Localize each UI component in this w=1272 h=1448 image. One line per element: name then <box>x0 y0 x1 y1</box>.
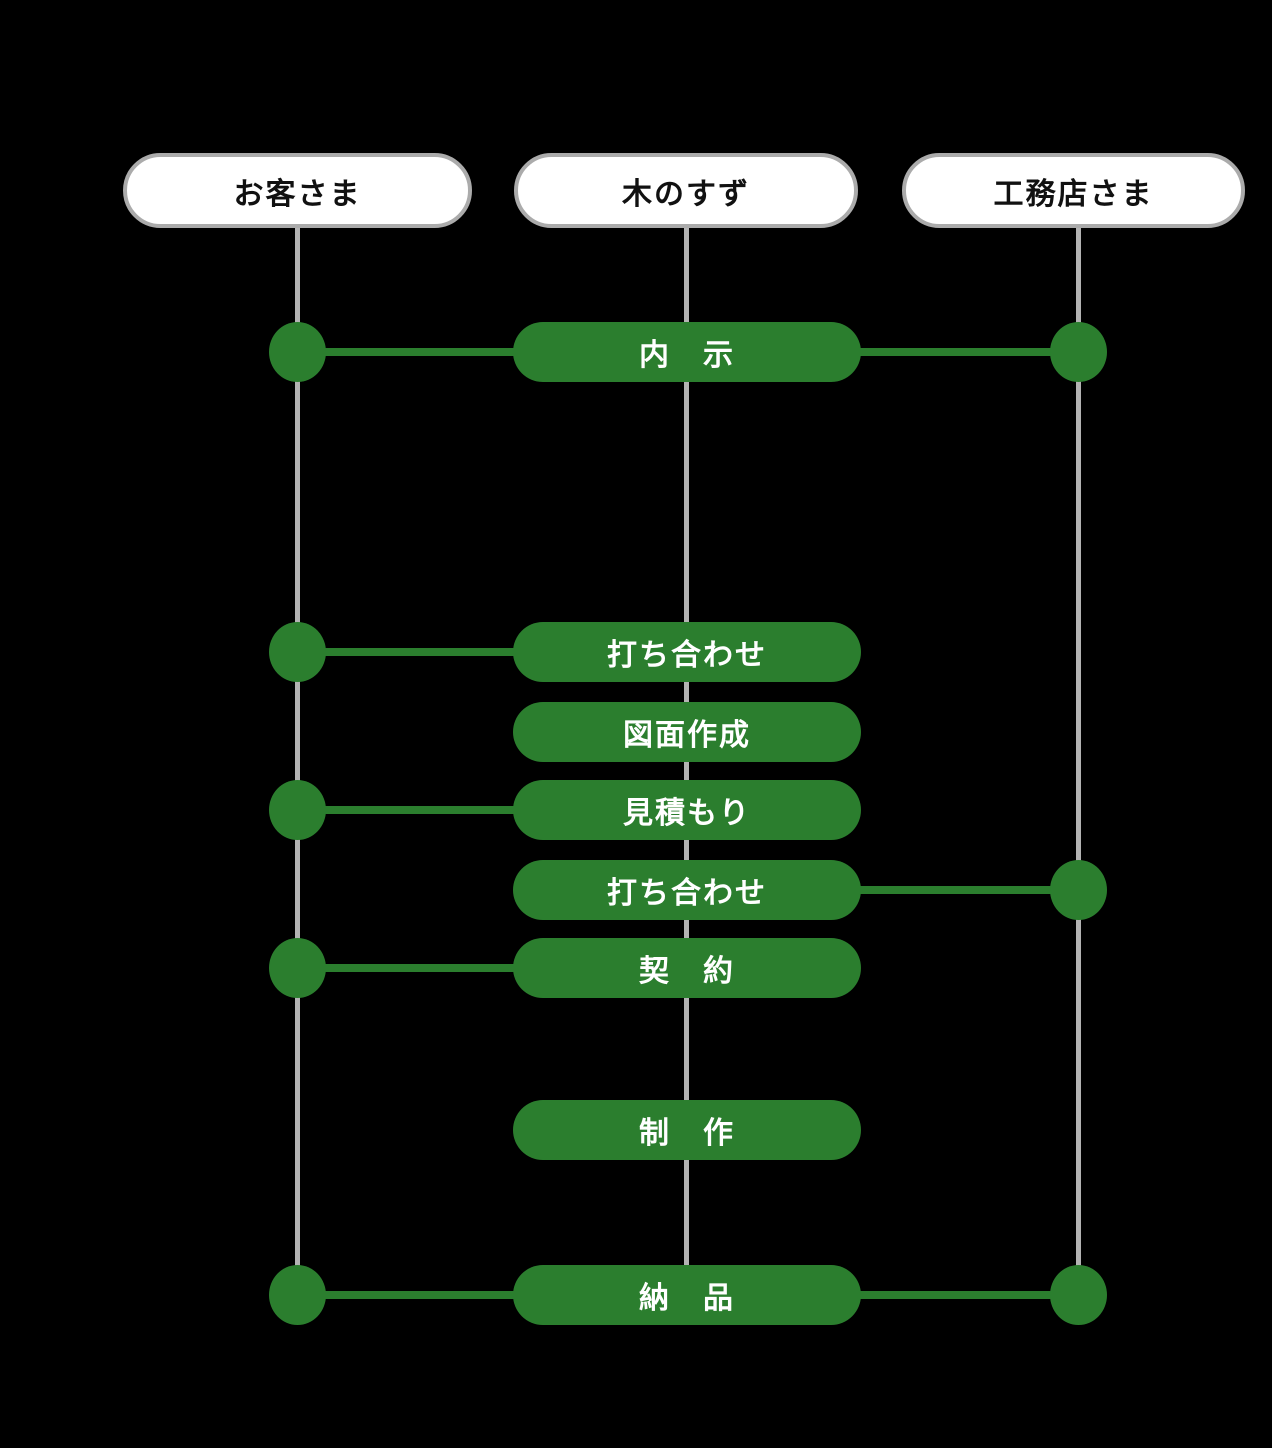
lane-header-koumuten: 工務店さま <box>902 153 1245 228</box>
lane-dot-right <box>1050 322 1107 382</box>
connector-left <box>297 964 521 972</box>
step-pill: 打ち合わせ <box>513 622 861 682</box>
step-pill: 内 示 <box>513 322 861 382</box>
lane-line-customer <box>295 228 300 1295</box>
step-label: 打ち合わせ <box>607 639 767 672</box>
lane-dot-left <box>269 938 326 998</box>
lane-line-koumuten <box>1076 228 1081 1295</box>
step-label: 納 品 <box>639 1282 735 1315</box>
lane-dot-left <box>269 780 326 840</box>
lane-header-label: 工務店さま <box>993 177 1154 211</box>
step-pill: 契 約 <box>513 938 861 998</box>
step-label: 制 作 <box>639 1117 735 1150</box>
connector-right <box>853 348 1079 356</box>
step-label: 図面作成 <box>623 719 751 752</box>
step-label: 見積もり <box>623 797 751 830</box>
lane-dot-left <box>269 622 326 682</box>
connector-left <box>297 348 521 356</box>
step-pill: 制 作 <box>513 1100 861 1160</box>
step-pill: 図面作成 <box>513 702 861 762</box>
lane-dot-right <box>1050 1265 1107 1325</box>
lane-header-label: 木のすず <box>622 177 750 211</box>
lane-dot-right <box>1050 860 1107 920</box>
step-label: 打ち合わせ <box>607 877 767 910</box>
step-pill: 納 品 <box>513 1265 861 1325</box>
connector-left <box>297 1291 521 1299</box>
lane-dot-left <box>269 1265 326 1325</box>
lane-header-customer: お客さま <box>123 153 472 228</box>
lane-header-kinosuzu: 木のすず <box>514 153 858 228</box>
step-pill: 見積もり <box>513 780 861 840</box>
connector-right <box>853 886 1079 894</box>
step-label: 内 示 <box>639 339 735 372</box>
step-pill: 打ち合わせ <box>513 860 861 920</box>
step-label: 契 約 <box>639 955 735 988</box>
connector-right <box>853 1291 1079 1299</box>
lane-dot-left <box>269 322 326 382</box>
connector-left <box>297 648 521 656</box>
connector-left <box>297 806 521 814</box>
lane-header-label: お客さま <box>233 177 362 211</box>
